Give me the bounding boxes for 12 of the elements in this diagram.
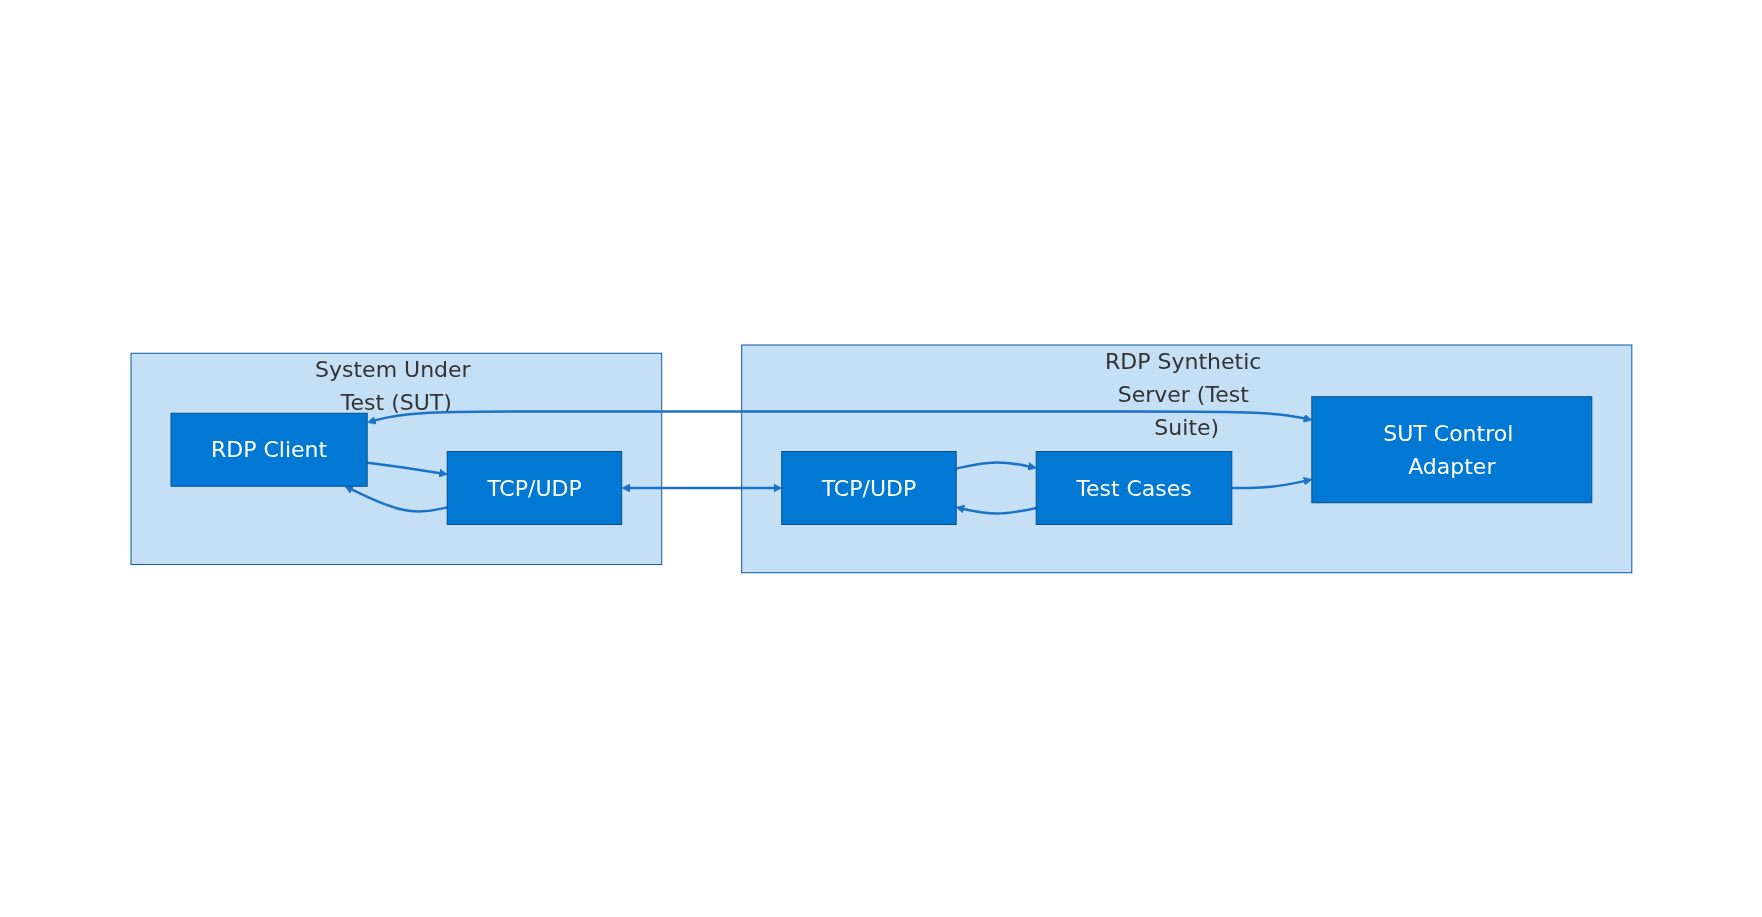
node-box: SUT Control Adapter (1310, 395, 1592, 503)
arrow (621, 483, 782, 493)
node-box: TCP/UDP (446, 450, 622, 525)
arrow (366, 409, 1312, 425)
node-box: TCP/UDP (780, 450, 957, 525)
node-box: RDP Client (170, 412, 368, 487)
arrow (955, 504, 1037, 515)
arrow (955, 460, 1037, 471)
arrow (366, 461, 448, 477)
node-box: Test Cases (1035, 450, 1232, 525)
arrow (344, 485, 448, 513)
arrow (1231, 476, 1312, 489)
